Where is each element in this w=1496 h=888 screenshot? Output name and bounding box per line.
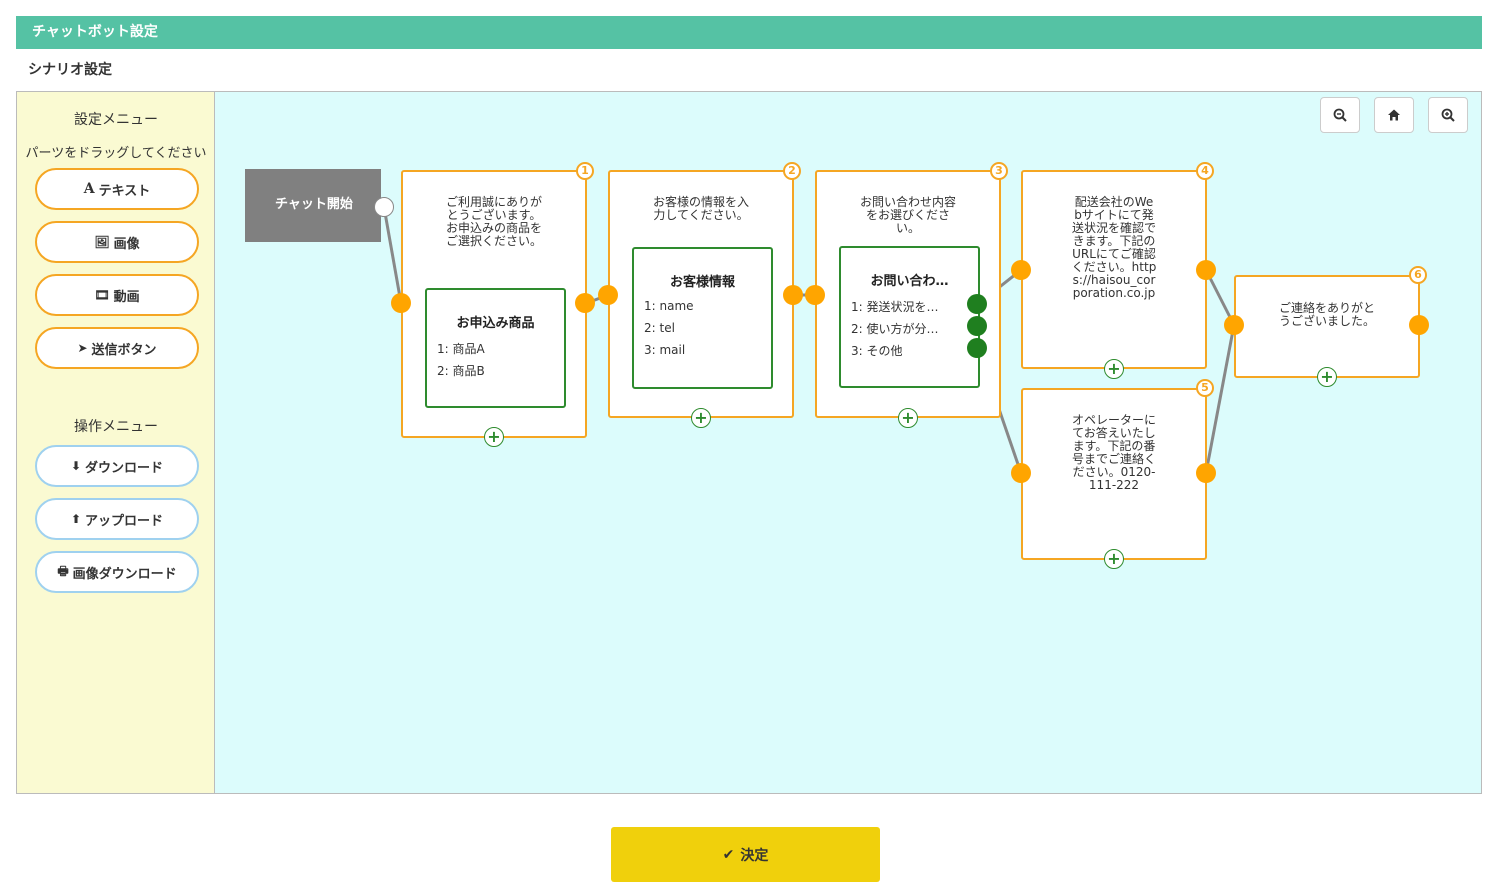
image-download-label: 画像ダウンロード	[72, 566, 177, 582]
page-title: シナリオ設定	[28, 62, 112, 78]
node-2-choice-box[interactable]: お客様情報 1: name 2: tel 3: mail	[632, 247, 773, 389]
zoom-out-icon	[1333, 108, 1347, 122]
node-1-number-badge: 1	[576, 162, 594, 180]
image-icon: 🖼	[94, 235, 110, 249]
header-title: チャットボット設定	[32, 24, 158, 40]
scenario-node-2[interactable]: お客様の情報を入力してください。 お客様情報 1: name 2: tel 3:…	[608, 170, 794, 418]
node-4-output-port[interactable]	[1196, 260, 1216, 280]
operation-menu-title: 操作メニュー	[74, 419, 158, 435]
node-1-message: ご利用誠にありがとうございます。お申込みの商品をご選択ください。	[445, 195, 542, 248]
node-5-message: オペレーターにてお答えいたします。下記の番号までご連絡ください。0120-111…	[1071, 413, 1156, 492]
node-3-input-port[interactable]	[805, 285, 825, 305]
zoom-in-icon	[1441, 108, 1455, 122]
part-image-button[interactable]: 🖼 画像	[35, 221, 199, 263]
scenario-node-3[interactable]: お問い合わせ内容をお選びください。 お問い合わ… 1: 発送状況を… 2: 使い…	[815, 170, 1001, 418]
node-1-input-port[interactable]	[391, 293, 411, 313]
part-send-button[interactable]: ➤ 送信ボタン	[35, 327, 199, 369]
chat-start-label: チャット開始	[275, 197, 353, 212]
node-2-choice-title: お客様情報	[669, 275, 735, 290]
node-6-output-port[interactable]	[1409, 315, 1429, 335]
link-5-6	[1204, 324, 1236, 474]
upload-label: アップロード	[85, 513, 164, 529]
node-5-number-badge: 5	[1196, 379, 1214, 397]
node-3-option-1: 1: 発送状況を…	[851, 300, 939, 314]
node-3-choice-title: お問い合わ…	[870, 274, 949, 289]
node-2-option-2: 2: tel	[644, 321, 675, 335]
node-6-message: ご連絡をありがとうございました。	[1278, 301, 1375, 328]
decide-button[interactable]: ✔ 決定	[611, 827, 880, 882]
app-header: チャットボット設定	[16, 16, 1482, 49]
sidebar: 設定メニュー パーツをドラッグしてください A テキスト 🖼 画像 🎞 動画 ➤…	[17, 92, 215, 793]
node-2-number-badge: 2	[783, 162, 801, 180]
settings-menu-hint: パーツをドラッグしてください	[25, 146, 207, 161]
node-3-option-3: 3: その他	[851, 344, 903, 358]
zoom-in-button[interactable]	[1428, 97, 1468, 133]
node-1-option-1: 1: 商品A	[437, 342, 485, 356]
node-2-option-1: 1: name	[644, 299, 694, 313]
node-1-choice-title: お申込み商品	[456, 316, 535, 331]
part-send-label: 送信ボタン	[91, 342, 157, 358]
link-start-1	[382, 206, 403, 304]
zoom-out-button[interactable]	[1320, 97, 1360, 133]
node-4-input-port[interactable]	[1011, 260, 1031, 280]
node-3-choice-box[interactable]: お問い合わ… 1: 発送状況を… 2: 使い方が分… 3: その他	[839, 246, 980, 388]
node-2-output-port[interactable]	[783, 285, 803, 305]
download-icon: ⬇	[70, 459, 82, 473]
node-2-add-button[interactable]: +	[691, 408, 711, 428]
node-3-message: お問い合わせ内容をお選びください。	[859, 195, 956, 235]
scenario-editor: 設定メニュー パーツをドラッグしてください A テキスト 🖼 画像 🎞 動画 ➤…	[16, 91, 1482, 794]
node-2-input-port[interactable]	[598, 285, 618, 305]
node-3-option-2-port[interactable]	[967, 316, 987, 336]
send-icon: ➤	[77, 341, 88, 355]
node-5-input-port[interactable]	[1011, 463, 1031, 483]
node-1-choice-box[interactable]: お申込み商品 1: 商品A 2: 商品B	[425, 288, 566, 408]
node-4-add-button[interactable]: +	[1104, 359, 1124, 379]
download-label: ダウンロード	[85, 460, 164, 476]
node-3-add-button[interactable]: +	[898, 408, 918, 428]
scenario-node-4[interactable]: 配送会社のWebサイトにて発送状況を確認できます。下記のURLにてご確認ください…	[1021, 170, 1207, 369]
part-text-button[interactable]: A テキスト	[35, 168, 199, 210]
image-download-button[interactable]: 🖶 画像ダウンロード	[35, 551, 199, 593]
scenario-node-6[interactable]: ご連絡をありがとうございました。	[1234, 275, 1420, 378]
scenario-node-1[interactable]: ご利用誠にありがとうございます。お申込みの商品をご選択ください。 お申込み商品 …	[401, 170, 587, 438]
part-video-label: 動画	[113, 289, 140, 305]
node-2-option-3: 3: mail	[644, 343, 686, 357]
check-icon: ✔	[722, 846, 735, 863]
scenario-node-5[interactable]: オペレーターにてお答えいたします。下記の番号までご連絡ください。0120-111…	[1021, 388, 1207, 560]
node-6-input-port[interactable]	[1224, 315, 1244, 335]
node-4-number-badge: 4	[1196, 162, 1214, 180]
node-3-number-badge: 3	[990, 162, 1008, 180]
flow-canvas[interactable]: チャット開始 ご利用誠にありがとうございます。お申込みの商品をご選択ください。 …	[215, 92, 1481, 793]
node-1-add-button[interactable]: +	[484, 427, 504, 447]
node-3-option-1-port[interactable]	[967, 294, 987, 314]
node-5-output-port[interactable]	[1196, 463, 1216, 483]
node-1-output-port[interactable]	[575, 293, 595, 313]
part-image-label: 画像	[113, 236, 140, 252]
node-3-option-2: 2: 使い方が分…	[851, 322, 939, 336]
start-output-port[interactable]	[374, 197, 394, 217]
node-3-option-3-port[interactable]	[967, 338, 987, 358]
node-6-add-button[interactable]: +	[1317, 367, 1337, 387]
part-video-button[interactable]: 🎞 動画	[35, 274, 199, 316]
home-icon	[1388, 109, 1400, 121]
node-2-message: お客様の情報を入力してください。	[652, 195, 749, 222]
film-icon: 🎞	[94, 288, 110, 302]
upload-icon: ⬆	[70, 512, 82, 526]
text-icon: A	[83, 181, 95, 197]
decide-label: 決定	[740, 847, 769, 864]
chat-start-node[interactable]: チャット開始	[245, 169, 381, 242]
part-text-label: テキスト	[98, 183, 151, 199]
download-button[interactable]: ⬇ ダウンロード	[35, 445, 199, 487]
node-4-message: 配送会社のWebサイトにて発送状況を確認できます。下記のURLにてご確認ください…	[1071, 195, 1157, 300]
print-icon: 🖶	[57, 563, 69, 578]
home-button[interactable]	[1374, 97, 1414, 133]
node-5-add-button[interactable]: +	[1104, 549, 1124, 569]
node-6-number-badge: 6	[1409, 266, 1427, 284]
upload-button[interactable]: ⬆ アップロード	[35, 498, 199, 540]
settings-menu-title: 設定メニュー	[74, 112, 158, 128]
node-1-option-2: 2: 商品B	[437, 364, 485, 378]
